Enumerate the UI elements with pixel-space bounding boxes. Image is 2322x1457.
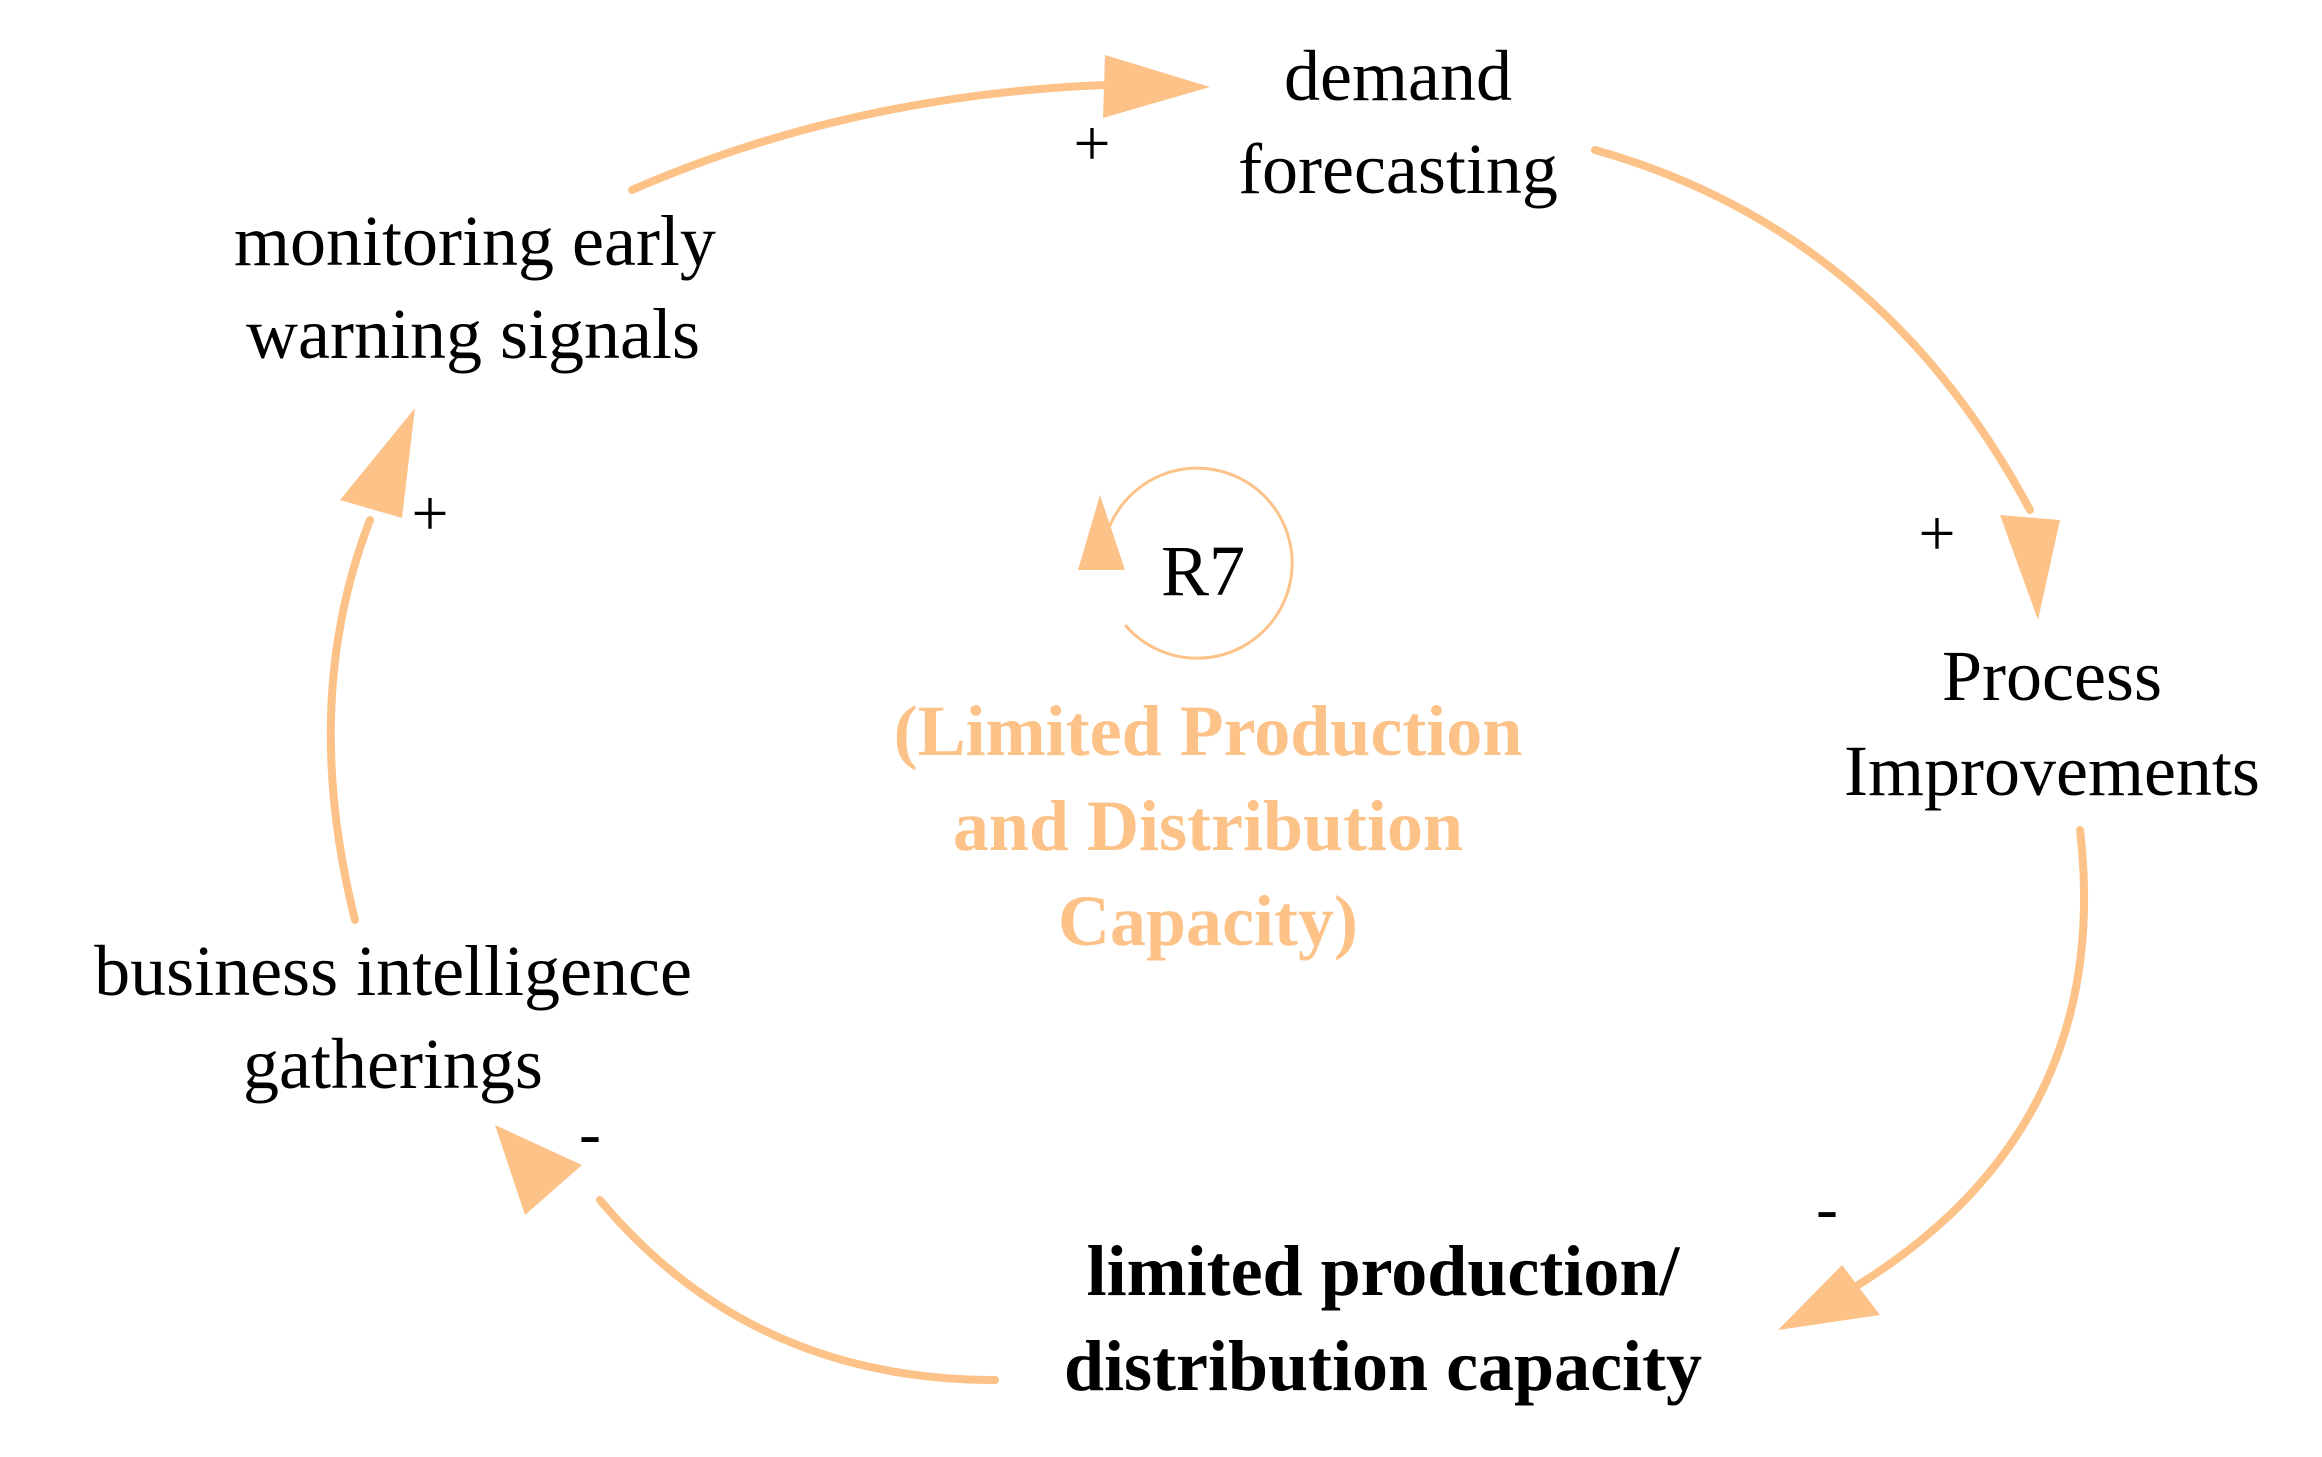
node-label-line: demand bbox=[1284, 36, 1512, 116]
arrowhead-icon bbox=[1103, 55, 1210, 118]
node-label-line: Process bbox=[1942, 636, 2162, 716]
link-monitoring-to-demand bbox=[628, 55, 1210, 194]
polarity-process-capacity: - bbox=[1816, 1172, 1838, 1245]
arrowhead-icon bbox=[2000, 515, 2060, 620]
node-label-line: forecasting bbox=[1238, 129, 1558, 209]
node-demand-forecasting: demand forecasting bbox=[1238, 36, 1558, 209]
arrowhead-icon bbox=[1778, 1265, 1880, 1330]
node-label-line: gatherings bbox=[243, 1024, 543, 1104]
loop-title-line: Capacity) bbox=[1058, 881, 1358, 961]
loop-title: (Limited Production and Distribution Cap… bbox=[894, 691, 1523, 961]
node-label-line: warning signals bbox=[246, 294, 700, 374]
node-business-intelligence: business intelligence gatherings bbox=[94, 931, 692, 1104]
node-process-improvements: Process Improvements bbox=[1844, 636, 2260, 811]
arrowhead-icon bbox=[495, 1125, 582, 1215]
node-monitoring-signals: monitoring early warning signals bbox=[234, 201, 716, 374]
link-process-to-capacity bbox=[1778, 826, 2089, 1330]
node-label-line: limited production/ bbox=[1087, 1231, 1681, 1311]
node-label-line: Improvements bbox=[1844, 731, 2260, 811]
node-label-line: monitoring early bbox=[234, 201, 716, 281]
loop-indicator bbox=[1078, 466, 1294, 660]
link-demand-to-process bbox=[1591, 146, 2060, 620]
node-label-line: distribution capacity bbox=[1064, 1326, 1702, 1406]
link-bi-to-monitoring bbox=[326, 408, 415, 924]
polarity-demand-process: + bbox=[1918, 497, 1955, 570]
loop-title-line: and Distribution bbox=[953, 786, 1463, 866]
polarity-bi-monitoring: + bbox=[411, 477, 448, 550]
polarity-monitoring-demand: + bbox=[1073, 107, 1110, 180]
loop-title-line: (Limited Production bbox=[894, 691, 1523, 771]
node-limited-capacity: limited production/ distribution capacit… bbox=[1064, 1231, 1702, 1406]
node-label-line: business intelligence bbox=[94, 931, 692, 1011]
polarity-capacity-bi: - bbox=[579, 1097, 601, 1170]
arrowhead-icon bbox=[340, 408, 415, 518]
loop-id: R7 bbox=[1161, 531, 1245, 611]
loop-arrowhead-icon bbox=[1078, 495, 1125, 570]
link-capacity-to-bi bbox=[495, 1125, 999, 1384]
